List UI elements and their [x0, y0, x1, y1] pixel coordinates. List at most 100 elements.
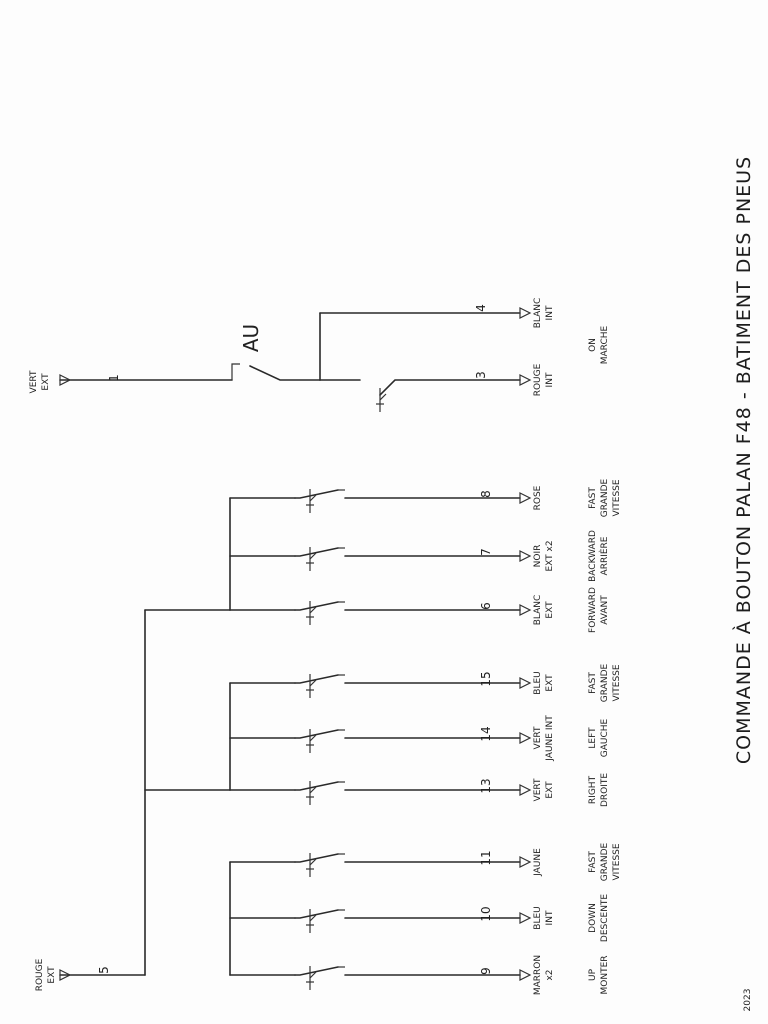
function-fr-on: MARCHE	[600, 325, 610, 364]
wire-color-14: VERT	[533, 726, 543, 749]
branch-6-contact	[294, 601, 339, 611]
terminal-6	[519, 604, 532, 616]
pushbutton-8-tip	[309, 494, 317, 502]
supply-color-common: ROUGE	[35, 958, 45, 991]
function-en-15: FAST	[588, 672, 598, 694]
branch-14-contact	[294, 729, 339, 739]
wire-color-11: JAUNE	[533, 848, 543, 877]
pushbutton-15-tip	[309, 679, 317, 687]
wire-number-10: 10	[479, 906, 493, 921]
terminal-11	[519, 856, 532, 868]
wire-detail-15: EXT	[545, 674, 555, 692]
branch-3-contact	[379, 379, 521, 396]
wire-number-4: 4	[474, 304, 488, 312]
terminal-14	[519, 732, 532, 744]
pushbutton-7-tip	[309, 552, 317, 560]
pushbutton-9-tip	[309, 971, 317, 979]
function-fr-6: AVANT	[600, 595, 610, 625]
function-fr-8: GRANDE	[600, 479, 610, 518]
wire-number-3: 3	[474, 371, 488, 379]
function-extra-8: VITESSE	[612, 479, 622, 516]
wire-color-7: NOIR	[533, 545, 543, 568]
wire-number-1: 1	[107, 374, 121, 382]
wire-detail-14: JAUNE INT	[545, 715, 555, 762]
function-en-7: BACKWARD	[588, 530, 598, 582]
wire-color-6: BLANC	[533, 595, 543, 626]
function-en-6: FORWARD	[588, 587, 598, 633]
function-en-8: FAST	[588, 487, 598, 509]
wire-number-5: 5	[97, 966, 111, 974]
wire-color-13: VERT	[533, 778, 543, 801]
function-en-9: UP	[588, 968, 598, 981]
branch-11-contact	[294, 853, 339, 863]
function-fr-14: GAUCHE	[600, 718, 610, 757]
wire-detail-7: EXT x2	[545, 540, 555, 571]
branch-7-contact	[294, 547, 339, 557]
function-extra-11: VITESSE	[612, 843, 622, 880]
supply-side-top: EXT	[41, 373, 51, 391]
terminal-15	[519, 677, 532, 689]
wire-color-8: ROSE	[533, 485, 543, 510]
emergency-stop-label: AU	[239, 324, 263, 352]
wire-detail-4: INT	[545, 305, 555, 320]
wire-color-10: BLEU	[533, 906, 543, 929]
terminal-3	[519, 374, 532, 386]
function-extra-15: VITESSE	[612, 664, 622, 701]
branch-10-contact	[294, 909, 339, 919]
pushbutton-11-tip	[309, 858, 317, 866]
terminal-5	[59, 969, 72, 981]
function-fr-15: GRANDE	[600, 664, 610, 703]
function-fr-13: DROITE	[600, 773, 610, 807]
wire-color-4: BLANC	[533, 298, 543, 329]
function-en-11: FAST	[588, 851, 598, 873]
terminal-7	[519, 550, 532, 562]
terminal-9	[519, 969, 532, 981]
wire-number-7: 7	[479, 548, 493, 556]
terminal-13	[519, 784, 532, 796]
pushbutton-14-tip	[309, 734, 317, 742]
pushbutton-6-tip	[309, 606, 317, 614]
wire-detail-6: EXT	[545, 601, 555, 619]
branch-15-contact	[294, 674, 339, 684]
wire-color-3: ROUGE	[533, 363, 543, 396]
branch-9-contact	[294, 966, 339, 976]
au-contact	[249, 365, 321, 381]
wire-number-13: 13	[479, 778, 493, 793]
wire-color-9: MARRON	[533, 955, 543, 995]
function-fr-10: DESCENTE	[600, 894, 610, 943]
wire-number-8: 8	[479, 490, 493, 498]
pushbutton-10-tip	[309, 914, 317, 922]
function-en-13: RIGHT	[588, 775, 598, 804]
wire-number-11: 11	[479, 850, 493, 865]
function-en-14: LEFT	[588, 727, 598, 749]
wire-number-14: 14	[479, 726, 493, 741]
branch-8-contact	[294, 489, 339, 499]
function-fr-11: GRANDE	[600, 843, 610, 882]
wire-detail-9: x2	[545, 969, 555, 980]
pushbutton-13-tip	[309, 786, 317, 794]
wire-detail-10: INT	[545, 910, 555, 925]
diagram-title: COMMANDE À BOUTON PALAN F48 - BATIMENT D…	[732, 156, 755, 764]
wire-number-6: 6	[479, 602, 493, 610]
pushbutton-on-tip	[379, 393, 387, 401]
wires	[59, 307, 532, 990]
terminal-4	[519, 307, 532, 319]
au-hook	[231, 363, 240, 380]
supply-color-top: VERT	[29, 370, 39, 393]
wire-color-15: BLEU	[533, 671, 543, 694]
diagram-year: 2023	[743, 989, 753, 1012]
function-fr-7: ARRIÈRE	[598, 536, 610, 575]
function-en-on: ON	[588, 338, 598, 352]
supply-side-common: EXT	[47, 966, 57, 984]
wire-detail-13: EXT	[545, 781, 555, 799]
wire-number-9: 9	[479, 967, 493, 975]
wire-number-15: 15	[479, 671, 493, 686]
branch-13-contact	[294, 781, 339, 791]
wire-detail-3: INT	[545, 372, 555, 387]
terminal-8	[519, 492, 532, 504]
terminal-10	[519, 912, 532, 924]
function-en-10: DOWN	[588, 903, 598, 933]
